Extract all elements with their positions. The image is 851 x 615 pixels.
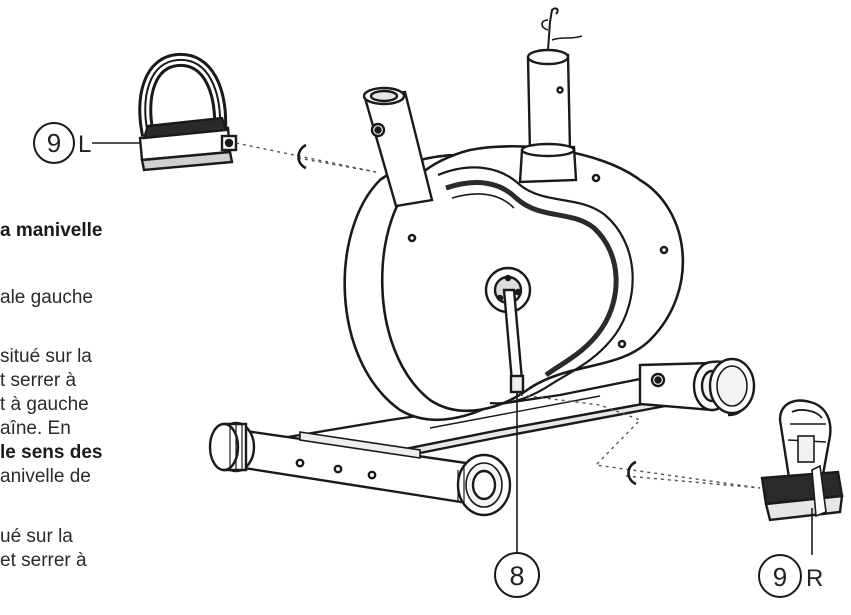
right-washer-icon bbox=[627, 460, 637, 486]
instruction-line-3: situé sur la bbox=[0, 346, 92, 367]
front-stabilizer bbox=[208, 421, 512, 517]
handlebar-post bbox=[518, 7, 583, 184]
callout-left-pedal-number: 9 bbox=[47, 128, 61, 158]
instruction-line-10: et serrer à bbox=[0, 550, 87, 571]
seat-post bbox=[362, 86, 434, 208]
right-pedal bbox=[760, 399, 844, 522]
callout-crank: 8 bbox=[494, 392, 540, 598]
instruction-line-5: t à gauche bbox=[0, 394, 89, 415]
instruction-line-9: ué sur la bbox=[0, 526, 73, 547]
instruction-line-7: le sens des bbox=[0, 442, 103, 463]
callout-crank-number: 8 bbox=[509, 561, 524, 591]
callout-right-pedal: 9 R bbox=[758, 508, 823, 598]
rear-stabilizer bbox=[638, 357, 756, 417]
left-pedal bbox=[138, 52, 238, 172]
callout-left-pedal-suffix: L bbox=[78, 131, 91, 158]
instruction-line-4: t serrer à bbox=[0, 370, 77, 391]
assembly-guide-lines bbox=[235, 142, 761, 489]
callout-right-pedal-number: 9 bbox=[773, 562, 787, 592]
instruction-line-1: a manivelle bbox=[0, 220, 103, 241]
instruction-line-2: ale gauche bbox=[0, 287, 93, 308]
left-washer-icon bbox=[297, 143, 307, 170]
instruction-line-8: anivelle de bbox=[0, 466, 91, 487]
callout-right-pedal-suffix: R bbox=[806, 565, 823, 592]
callout-left-pedal: 9 L bbox=[33, 122, 140, 164]
instruction-line-6: aîne. En bbox=[0, 418, 71, 439]
main-housing bbox=[343, 145, 685, 421]
